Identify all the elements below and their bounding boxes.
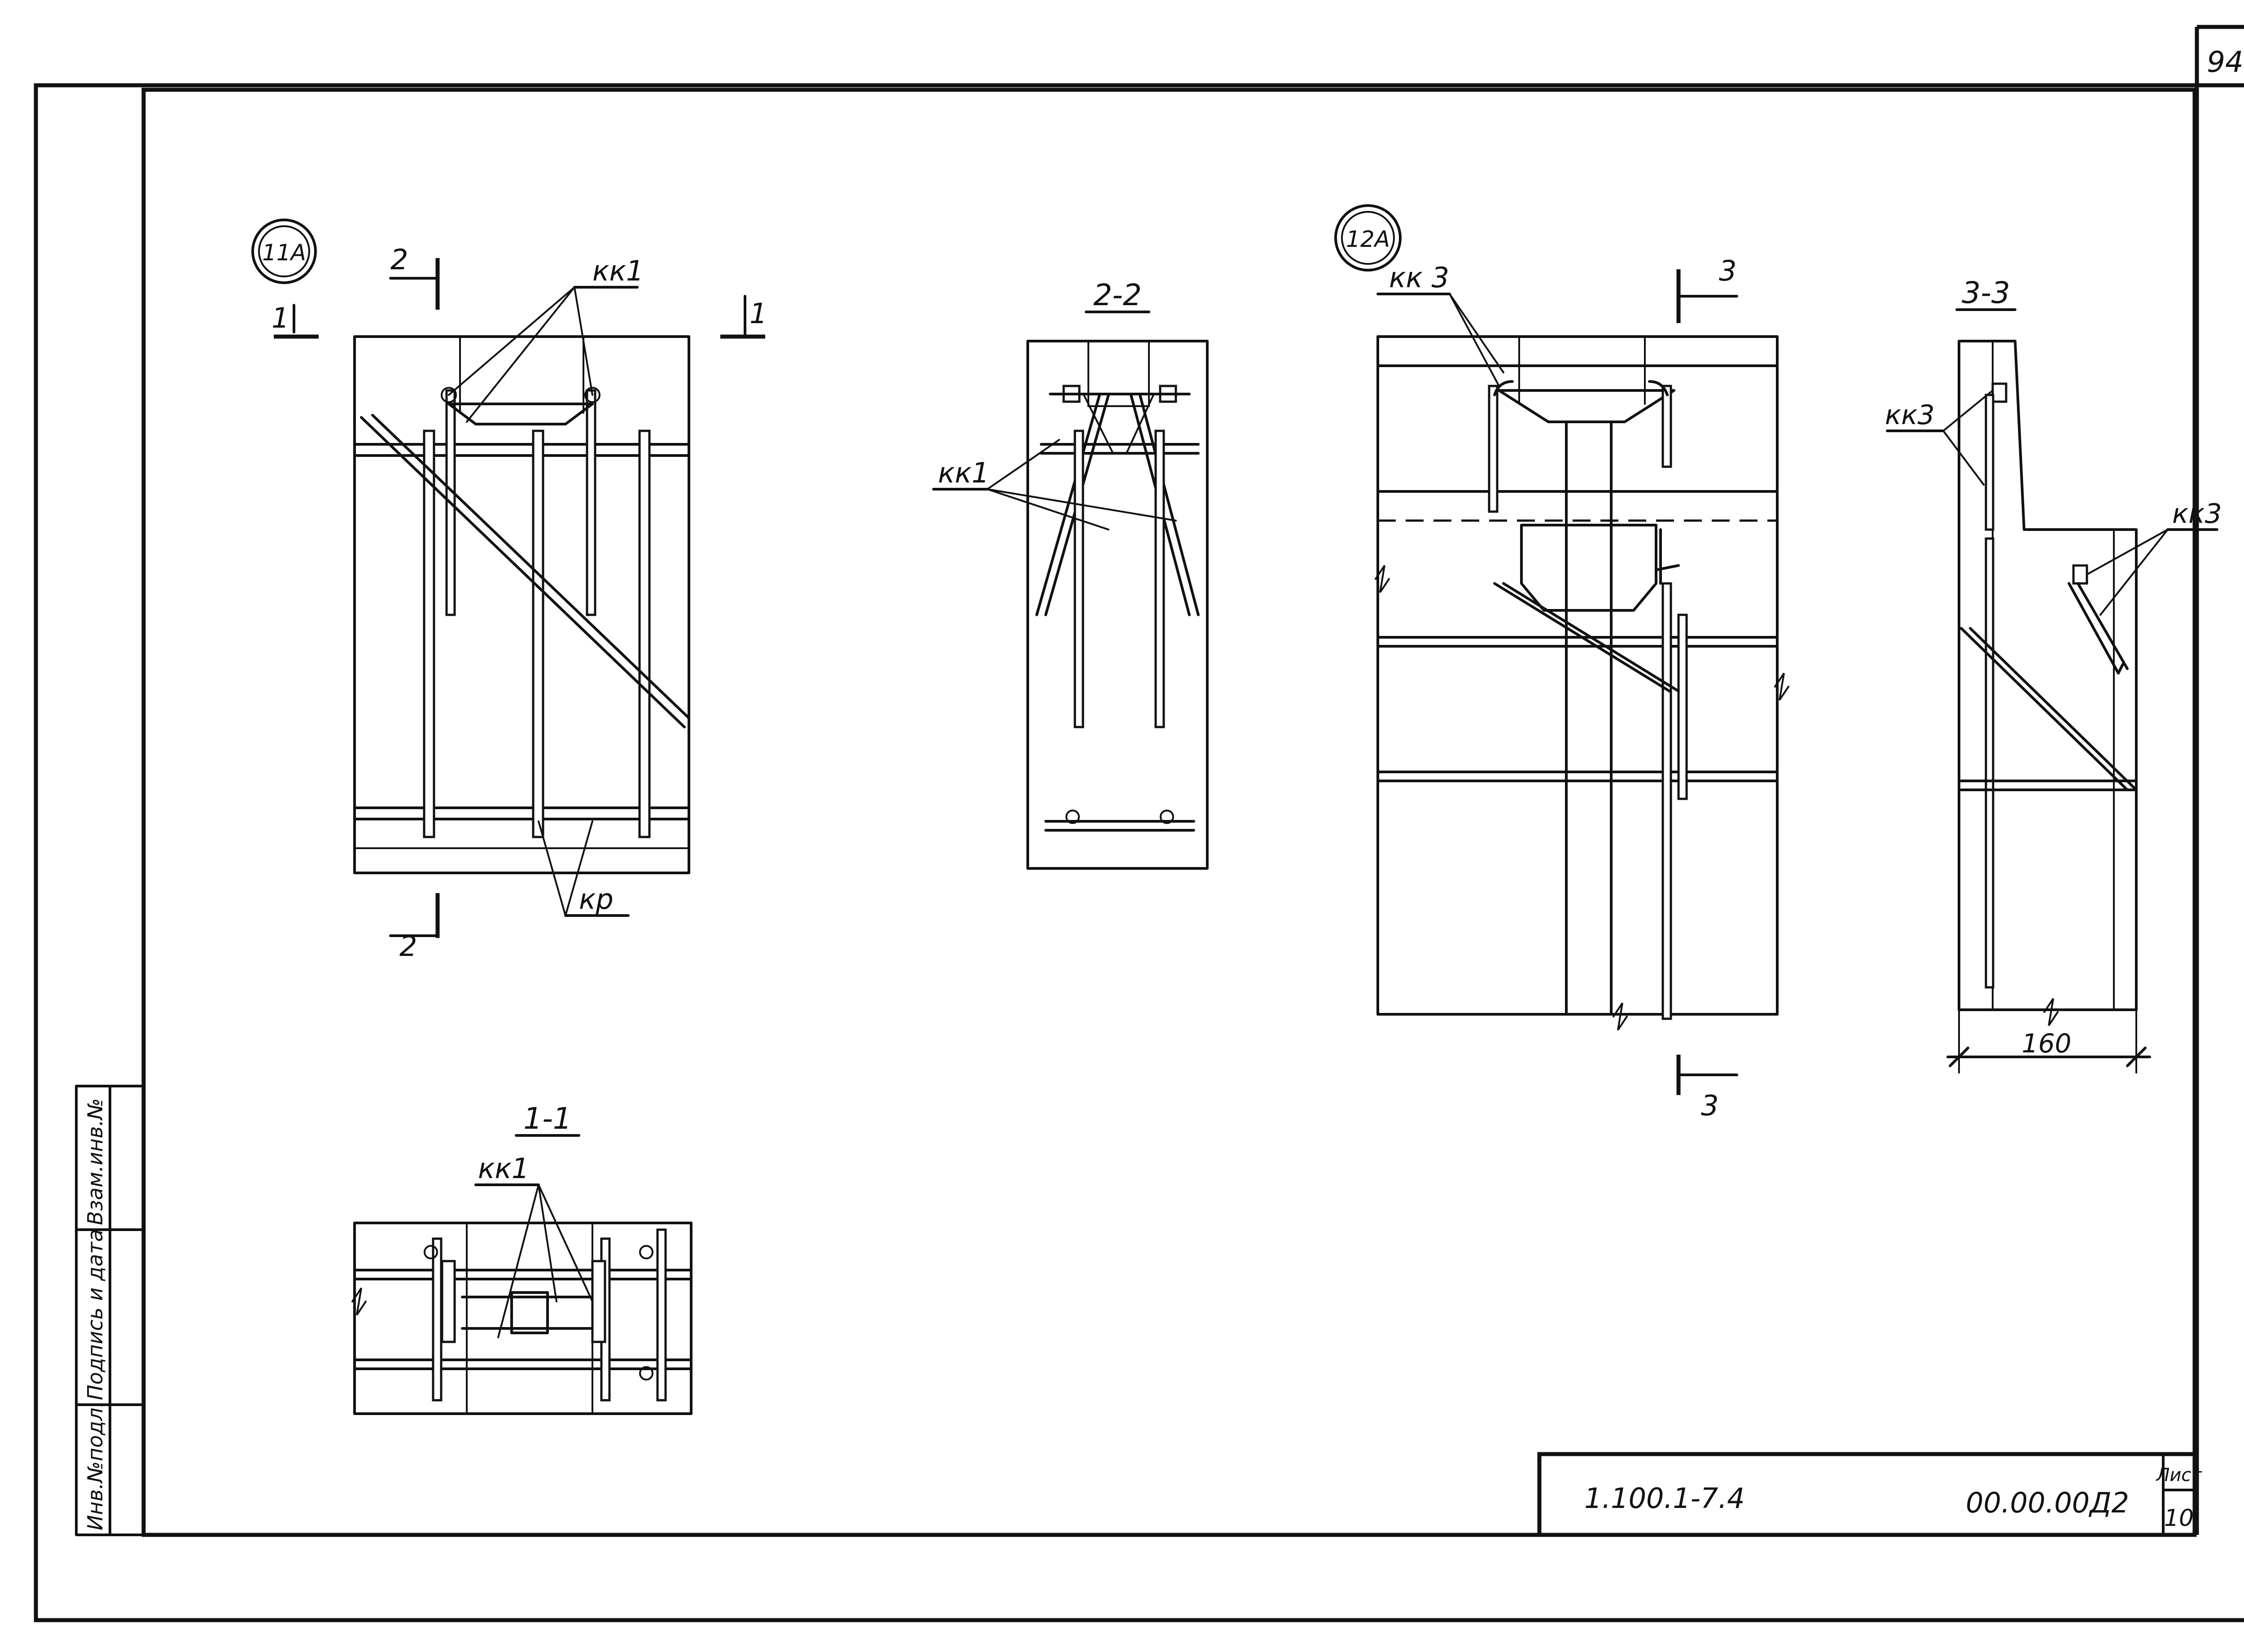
side-stamp-replaces: Взам.инв.№ (83, 1098, 107, 1225)
sheet-number: 94 (2207, 46, 2243, 79)
title-doc-code: 00.00.00Д2 (1966, 1486, 2129, 1519)
section-mark-3-top: 3 (1719, 254, 1736, 287)
section-mark-2-top: 2 (390, 243, 408, 276)
title-sheet-label: Лист (2155, 1465, 2202, 1485)
detail-12a-label: 12А (1346, 226, 1390, 252)
side-stamp-sign-date: Подпись и дата (83, 1229, 107, 1400)
detail-11a-label: 11А (262, 240, 306, 266)
section-3-3 (1886, 308, 2218, 1074)
detail-11a-kk1: кк1 (592, 254, 644, 287)
section-1-1-title: 1-1 (523, 1101, 572, 1136)
section-2-2-title: 2-2 (1093, 278, 1142, 312)
section-3-3-kk3-right: кк3 (2172, 498, 2222, 530)
section-2-2-kk1: кк1 (938, 456, 989, 489)
section-mark-1-left: 1 (272, 302, 289, 334)
section-3-3-title: 3-3 (1962, 276, 2010, 310)
section-3-3-kk3-left: кк3 (1885, 399, 1935, 431)
view-11a (251, 219, 765, 938)
section-mark-2-bottom: 2 (399, 930, 417, 963)
title-sheet-value: 10 (2164, 1505, 2194, 1532)
section-1-1-kk1: кк1 (478, 1152, 529, 1185)
view-12a (1334, 204, 1789, 1095)
section-1-1 (351, 1134, 692, 1415)
title-block (1537, 1452, 2197, 1537)
detail-11a-kr: кр (579, 883, 614, 916)
detail-12a-kk3: кк 3 (1389, 261, 1449, 294)
side-stamp-inv-orig: Инв.№подл. (83, 1401, 107, 1530)
title-series: 1.100.1-7.4 (1584, 1482, 1745, 1515)
section-mark-1-right: 1 (749, 297, 767, 330)
sheet-frame (34, 25, 2244, 1622)
section-mark-3-bottom: 3 (1701, 1089, 1718, 1122)
section-2-2 (932, 311, 1209, 870)
dimension-160: 160 (2022, 1028, 2072, 1059)
side-stamp (75, 1085, 145, 1536)
